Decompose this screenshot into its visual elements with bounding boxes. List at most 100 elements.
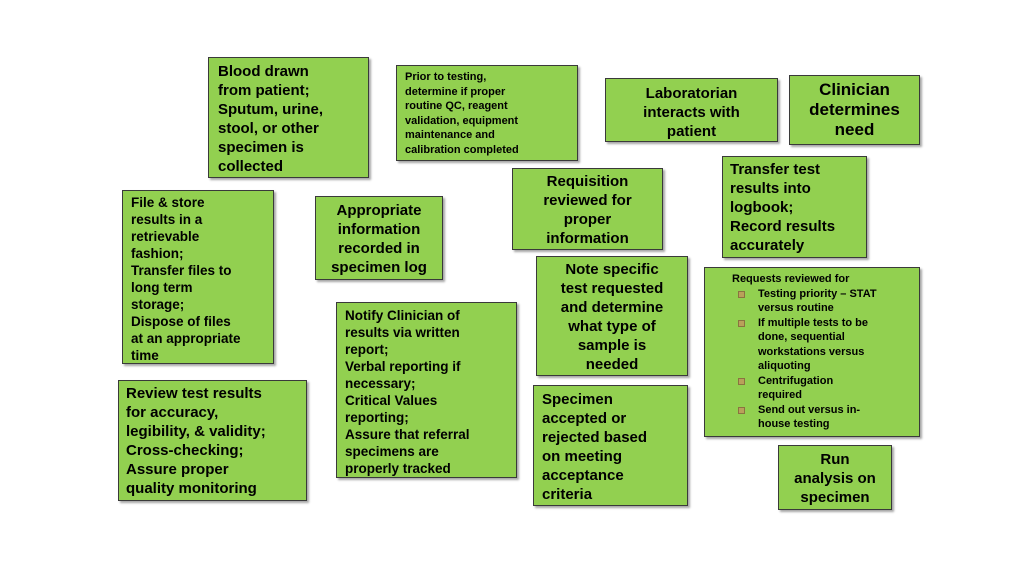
card-text-line: necessary; — [345, 376, 416, 391]
card-text-line: legibility, & validity; — [126, 423, 266, 440]
card-text-line: workstations versus — [758, 345, 865, 358]
card-text-line: test requested — [560, 280, 664, 297]
card-text-line: calibration completed — [405, 143, 519, 156]
card-text-line: Appropriate — [336, 202, 422, 219]
card-text-line: from patient; — [218, 82, 310, 99]
card-text-line: specimen — [800, 489, 870, 506]
card-text-line: Review test results — [126, 385, 262, 402]
card-text-line: Notify Clinician of — [345, 308, 460, 323]
card-text-line: determine if proper — [405, 85, 506, 98]
card-notify-clinician: Notify Clinician of results via written … — [336, 302, 517, 478]
card-text-line: rejected based — [542, 429, 648, 446]
card-text-line: what type of — [568, 318, 656, 335]
card-text-line: and determine — [560, 299, 664, 316]
card-text-line: Dispose of files — [131, 314, 231, 329]
card-text-line: results via written — [345, 325, 460, 340]
card-appropriate-information: Appropriate information recorded in spec… — [315, 196, 443, 280]
bullet-icon — [738, 319, 745, 327]
card-text-line: Requisition — [546, 173, 629, 190]
card-file-store: File & store results in a retrievable fa… — [122, 190, 274, 364]
card-laboratorian: Laboratorian interacts with patient — [605, 78, 778, 142]
card-text-line: report; — [345, 342, 389, 357]
card-text-line: collected — [218, 158, 284, 175]
card-text-line: routine QC, reagent — [405, 100, 508, 112]
card-text-line: File & store — [131, 195, 205, 210]
card-specimen-accepted: Specimen accepted or rejected based on m… — [533, 385, 688, 506]
card-text-line: analysis on — [794, 470, 876, 487]
card-text-line: on meeting — [542, 448, 623, 465]
card-text-line: information — [546, 230, 629, 247]
card-text-line: patient — [666, 123, 717, 140]
card-text-line: specimen log — [331, 259, 427, 276]
card-text-line: reviewed for — [543, 192, 632, 209]
card-text-line: maintenance and — [405, 129, 495, 141]
card-text-line: for accuracy, — [126, 404, 219, 421]
card-text-line: time — [131, 348, 159, 363]
bullet-icon — [738, 406, 745, 414]
card-text-line: long term — [131, 280, 193, 295]
card-text-line: done, sequential — [758, 331, 845, 343]
card-text-line: required — [758, 389, 803, 401]
card-text-line: house testing — [758, 418, 830, 430]
card-text-line: Note specific — [565, 261, 659, 278]
card-text-line: Prior to testing, — [405, 71, 487, 83]
card-text-line: Verbal reporting if — [345, 359, 461, 374]
card-text-line: specimen is — [218, 139, 304, 156]
card-text-line: Laboratorian — [645, 85, 738, 102]
card-text-line: recorded in — [338, 240, 420, 257]
card-text-line: stool, or other — [218, 120, 319, 137]
card-text-line: Send out versus in- — [758, 403, 861, 416]
card-text-line: criteria — [542, 486, 593, 503]
card-run-analysis: Run analysis on specimen — [778, 445, 892, 510]
card-text-line: results in a — [131, 212, 203, 227]
card-text-line: logbook; — [730, 199, 794, 216]
card-text-line: specimens are — [345, 444, 439, 459]
card-text-line: Testing priority – STAT — [758, 287, 877, 300]
card-heading: Requests reviewed for — [732, 273, 850, 285]
card-text-line: properly tracked — [345, 461, 451, 476]
card-text-line: quality monitoring — [126, 480, 257, 497]
card-note-specific-test: Note specific test requested and determi… — [536, 256, 688, 376]
card-text-line: reporting; — [345, 410, 409, 425]
card-text-line: retrievable — [131, 229, 200, 244]
card-text-line: Transfer files to — [131, 263, 232, 278]
card-text-line: Assure proper — [126, 461, 229, 478]
card-text-line: Critical Values — [345, 393, 438, 408]
card-requisition: Requisition reviewed for proper informat… — [512, 168, 663, 250]
card-text-line: fashion; — [131, 246, 184, 261]
card-text-line: results into — [730, 180, 811, 197]
bullet-item: If multiple tests to be done, sequential… — [732, 316, 919, 374]
card-text-line: aliquoting — [758, 360, 811, 372]
card-text-line: Cross-checking; — [126, 442, 244, 459]
card-text-line: sample is — [577, 337, 647, 354]
card-text-line: Centrifugation — [758, 374, 834, 387]
card-review-results: Review test results for accuracy, legibi… — [118, 380, 307, 501]
card-text-line: needed — [585, 356, 639, 373]
card-text-line: Transfer test — [730, 161, 821, 178]
bullet-icon — [738, 290, 745, 298]
card-text-line: storage; — [131, 297, 185, 312]
card-text-line: Blood drawn — [218, 63, 309, 80]
card-blood-drawn: Blood drawn from patient; Sputum, urine,… — [208, 57, 369, 178]
card-clinician-determines: Clinician determines need — [789, 75, 920, 145]
card-prior-to-testing: Prior to testing, determine if proper ro… — [396, 65, 578, 161]
card-text-line: validation, equipment — [405, 114, 519, 127]
card-text-line: If multiple tests to be — [758, 316, 869, 329]
card-text-line: Assure that referral — [345, 427, 470, 442]
card-transfer-results: Transfer test results into logbook; Reco… — [722, 156, 867, 258]
card-text-line: determines — [809, 100, 900, 119]
card-text-line: versus routine — [758, 302, 834, 314]
card-requests-reviewed: Requests reviewed for Testing priority –… — [704, 267, 920, 437]
card-text-line: at an appropriate — [131, 331, 241, 346]
card-text-line: Clinician — [819, 80, 890, 99]
card-text-line: proper — [563, 211, 612, 228]
bullet-item: Testing priority – STAT versus routine — [732, 287, 919, 316]
card-text-line: Run — [820, 451, 850, 468]
card-text-line: acceptance — [542, 467, 624, 484]
card-text-line: Specimen — [542, 391, 613, 408]
card-text-line: Sputum, urine, — [218, 101, 323, 118]
card-text-line: accepted or — [542, 410, 627, 427]
bullet-icon — [738, 377, 745, 385]
bullet-item: Send out versus in- house testing — [732, 403, 919, 432]
